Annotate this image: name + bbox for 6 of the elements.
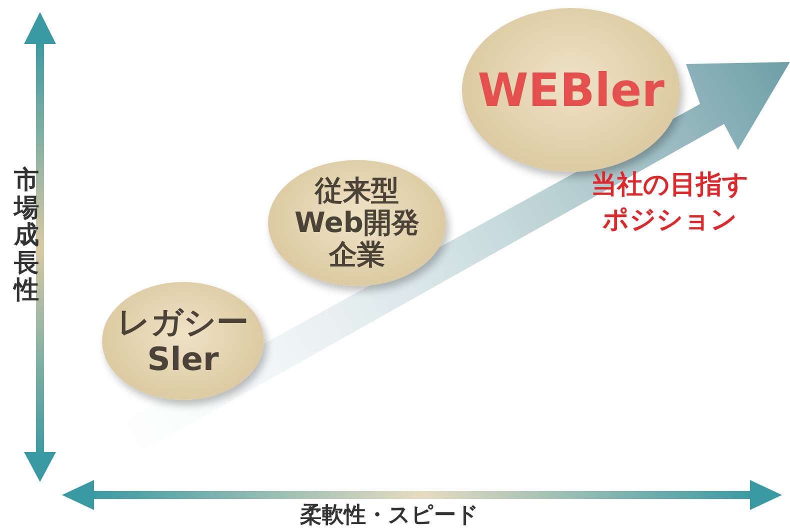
- node-label: レガシー Sler: [116, 304, 250, 378]
- axis-label: 柔軟性・スピード: [300, 502, 479, 529]
- axis-label: 市場成長性: [14, 166, 39, 304]
- position-note: 当社の目指すポジション: [590, 169, 750, 238]
- node-label: 従来型Web開発企業: [294, 174, 420, 272]
- node-label: WEBler: [476, 64, 666, 116]
